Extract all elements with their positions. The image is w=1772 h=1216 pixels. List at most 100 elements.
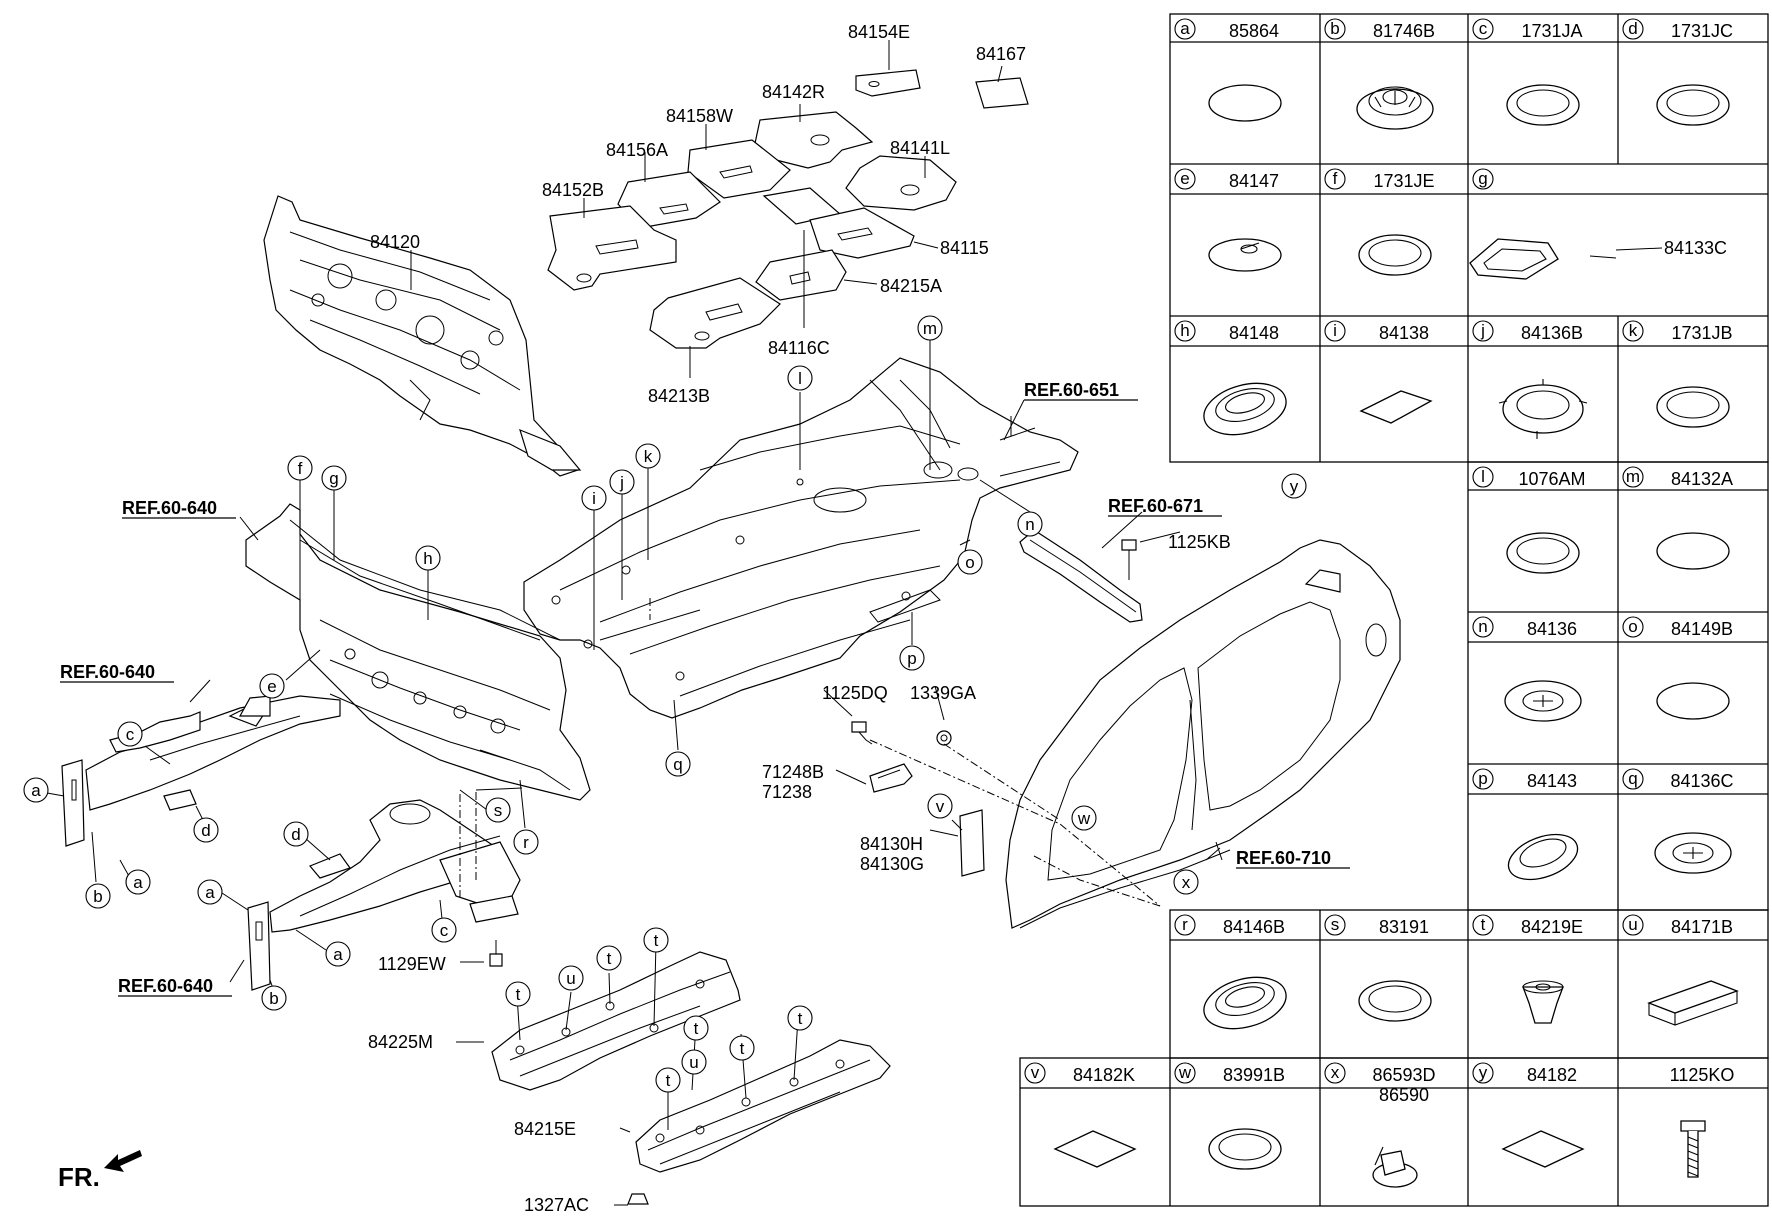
legend-letter: a <box>1180 19 1190 38</box>
legend-letter: b <box>1330 19 1339 38</box>
legend-part-number: 86590 <box>1379 1085 1429 1105</box>
part-labels: 84154E 84167 84142R 84158W 84156A 84141L… <box>368 22 1231 1215</box>
label-84116C: 84116C <box>768 338 830 358</box>
callout-m: m <box>917 315 943 341</box>
svg-text:j: j <box>619 473 624 492</box>
callout-c: c <box>431 917 457 943</box>
svg-text:r: r <box>523 833 529 852</box>
label-71248B: 71248B <box>762 762 824 782</box>
legend-letter: j <box>1480 321 1485 340</box>
clip-nut-icon <box>1522 980 1564 1024</box>
svg-text:c: c <box>126 725 135 744</box>
push-clip-icon <box>1372 1146 1418 1188</box>
svg-text:p: p <box>907 649 916 668</box>
ring-plug-icon <box>1506 532 1580 574</box>
svg-text:u: u <box>689 1053 698 1072</box>
callout-a: a <box>23 777 49 803</box>
legend-cell-b: b 81746B <box>1324 18 1435 130</box>
legend-letter: n <box>1478 617 1487 636</box>
ring-plug-icon <box>1208 1128 1282 1170</box>
flat-plug-icon <box>1656 682 1730 720</box>
legend-cell-s: s 83191 <box>1324 914 1432 1022</box>
legend-cell-a: a 85864 <box>1174 18 1282 122</box>
legend-part-number: 1731JC <box>1671 21 1733 41</box>
oval-grommet-icon <box>1203 976 1287 1030</box>
callout-l: l <box>787 365 813 391</box>
callout-u: u <box>681 1049 707 1075</box>
legend-letter: l <box>1481 467 1485 486</box>
callout-b: b <box>85 883 111 909</box>
ring-plug-icon <box>1656 386 1730 428</box>
nut-1327AC <box>627 1193 649 1205</box>
svg-text:u: u <box>566 969 575 988</box>
legend-part-number: 81746B <box>1373 21 1435 41</box>
legend-letter: x <box>1331 1063 1340 1082</box>
ref-60-671: REF.60-671 <box>1108 496 1203 516</box>
svg-text:d: d <box>201 821 210 840</box>
side-body-assembly <box>1005 539 1401 929</box>
callout-c: c <box>117 721 143 747</box>
pad-84130H <box>959 809 985 877</box>
dash-leaders <box>459 598 1161 907</box>
legend-cell-d: d 1731JC <box>1622 18 1733 126</box>
pad-square-icon <box>1501 1130 1585 1168</box>
svg-text:t: t <box>516 985 521 1004</box>
label-84130H: 84130H <box>860 834 923 854</box>
insulation-pads <box>547 69 1029 349</box>
ref-labels: REF.60-651 REF.60-671 REF.60-710 REF.60-… <box>60 380 1350 997</box>
cowl-panel <box>245 503 591 801</box>
legend-part-number: 1125KO <box>1670 1065 1735 1085</box>
legend-part-number: 84219E <box>1521 917 1583 937</box>
callout-t: t <box>683 1015 709 1041</box>
legend-part-number: 83191 <box>1379 917 1429 937</box>
legend-part-number: 85864 <box>1229 21 1279 41</box>
legend-letter: v <box>1031 1063 1040 1082</box>
label-1129EW: 1129EW <box>378 954 446 974</box>
svg-text:t: t <box>607 949 612 968</box>
callout-t: t <box>655 1067 681 1093</box>
label-1339GA: 1339GA <box>910 683 976 703</box>
svg-text:t: t <box>654 931 659 950</box>
legend-letter: i <box>1333 321 1337 340</box>
undercover-84225M <box>491 951 741 1091</box>
grommet-icon <box>1356 86 1434 130</box>
front-label: FR. <box>58 1162 100 1192</box>
label-84167: 84167 <box>976 44 1026 64</box>
foam-block-icon <box>1647 980 1739 1026</box>
bolt-1125DQ <box>851 721 873 745</box>
svg-text:e: e <box>267 677 276 696</box>
callout-d: d <box>193 817 219 843</box>
callout-t: t <box>596 945 622 971</box>
callout-b: b <box>261 985 287 1011</box>
callout-t: t <box>505 981 531 1007</box>
callout-o: o <box>957 549 983 575</box>
callout-t: t <box>787 1005 813 1031</box>
legend-part-number: 86593D <box>1372 1065 1435 1085</box>
callout-h: h <box>415 545 441 571</box>
svg-text:a: a <box>333 945 343 964</box>
callout-e: e <box>259 673 285 699</box>
callout-a: a <box>197 879 223 905</box>
legend-part-number: 84136B <box>1521 323 1583 343</box>
callout-q: q <box>665 751 691 777</box>
ring-plug-icon <box>1656 84 1730 126</box>
svg-text:b: b <box>269 989 278 1008</box>
svg-text:t: t <box>740 1039 745 1058</box>
front-arrow-icon <box>104 1150 142 1172</box>
legend-letter: d <box>1628 19 1637 38</box>
ref-60-640-bottom: REF.60-640 <box>118 976 213 996</box>
svg-text:t: t <box>694 1019 699 1038</box>
legend-letter: u <box>1628 915 1637 934</box>
svg-text:g: g <box>329 469 338 488</box>
floor-panel <box>523 357 1079 719</box>
legend-letter: s <box>1331 915 1340 934</box>
svg-text:m: m <box>923 319 937 338</box>
bolt-1129EW <box>489 940 503 967</box>
